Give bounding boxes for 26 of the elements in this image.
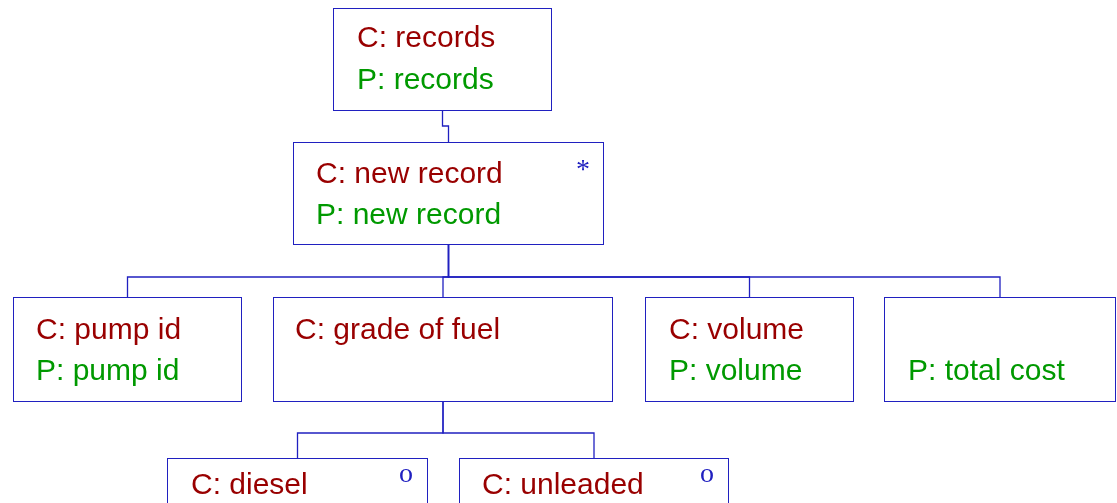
record-box [273,297,613,402]
record-box [333,8,552,111]
component-label: C: new record [316,157,503,189]
component-label: C: pump id [36,313,182,345]
record-box [167,458,428,503]
connector-line [442,401,595,459]
component-label: C: records [357,21,496,53]
process-label: P: pump id [36,354,180,386]
connector-line [441,110,450,143]
component-label: C: grade of fuel [295,313,501,345]
record-box [293,142,604,245]
record-box [645,297,854,402]
record-box [459,458,729,503]
marker-symbol: o [399,459,413,487]
process-label: P: records [357,63,494,95]
record-box [13,297,242,402]
process-label: P: new record [316,198,502,230]
process-label: P: volume [669,354,803,386]
component-label: C: volume [669,313,805,345]
marker-symbol: o [700,459,714,487]
marker-symbol: * [576,155,590,183]
connector-line [447,244,1001,298]
component-label: C: unleaded [482,468,644,500]
component-label: C: diesel [191,468,308,500]
process-label: P: total cost [908,354,1065,386]
record-box [884,297,1116,402]
